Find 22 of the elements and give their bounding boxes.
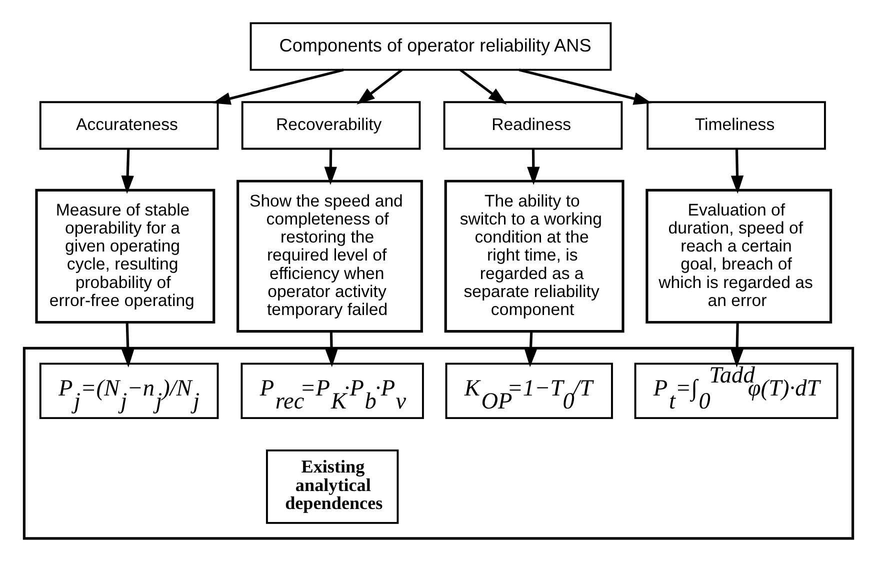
arrow bbox=[356, 68, 403, 104]
node-box: Evaluation of duration, speed of reach a certain goal, breach of which is regarded as an error bbox=[646, 188, 832, 324]
arrow bbox=[518, 68, 652, 105]
node-box: Timeliness bbox=[646, 101, 826, 150]
arrow bbox=[122, 322, 134, 368]
arrow bbox=[324, 149, 337, 186]
node-box: The ability to switch to a working condition at the right time, is regarded as a separate reliability component bbox=[444, 180, 624, 333]
node-box: Components of operator reliability ANS bbox=[250, 22, 612, 71]
node-box: Recoverability bbox=[241, 101, 421, 150]
arrow bbox=[212, 68, 344, 105]
arrow bbox=[527, 149, 540, 186]
node-box: Accurateness bbox=[39, 101, 219, 150]
node-box: Existing analytical dependences bbox=[266, 449, 399, 524]
arrow bbox=[730, 322, 744, 368]
arrow bbox=[730, 149, 744, 194]
node-box: Readiness bbox=[443, 101, 623, 150]
arrow bbox=[325, 332, 338, 368]
node-box: Show the speed and completeness of restoring the required level of efficiency when operator activity temporary failed bbox=[236, 180, 423, 333]
node-box: Measure of stable operability for a given operating cycle, resulting probability of error-free operating bbox=[35, 188, 216, 324]
arrow bbox=[524, 332, 538, 368]
arrow bbox=[121, 149, 134, 194]
arrow bbox=[460, 68, 507, 104]
